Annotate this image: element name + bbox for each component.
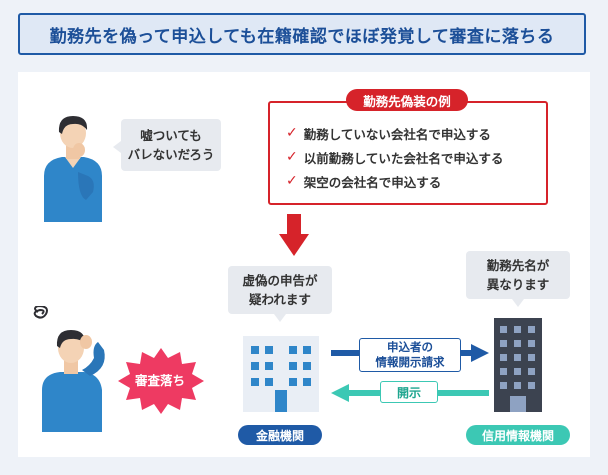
- example-text: 勤務していない会社名で申込する: [303, 126, 491, 142]
- request-line-1: 申込者の: [387, 340, 433, 354]
- bank-thought-line-2: 疑われます: [249, 292, 311, 307]
- rejected-burst-icon: [118, 348, 204, 414]
- page-title: 勤務先を偽って申込しても在籍確認でほぼ発覚して審査に落ちる: [49, 26, 555, 47]
- request-line-2: 情報開示請求: [375, 355, 445, 369]
- thought-bubble-credit: 勤務先名が 異なります: [466, 251, 570, 307]
- rejected-label: 審査落ち: [134, 373, 185, 388]
- bank-building-icon: [243, 336, 319, 412]
- examples-box: [268, 101, 548, 205]
- bank-thought-line-1: 虚偽の申告が: [242, 273, 318, 288]
- check-icon: ✓: [286, 149, 298, 165]
- example-item: ✓ 勤務していない会社名で申込する: [286, 123, 491, 143]
- troubled-man-illustration: [33, 306, 105, 432]
- thinking-man-illustration: [44, 116, 102, 222]
- example-item: ✓ 架空の会社名で申込する: [286, 171, 441, 191]
- credit-thought-line-1: 勤務先名が: [486, 258, 550, 273]
- check-icon: ✓: [286, 125, 298, 141]
- check-icon: ✓: [286, 173, 298, 189]
- credit-agency-label: 信用情報機関: [466, 425, 570, 445]
- credit-agency-building-icon: [494, 318, 542, 412]
- example-text: 以前勤務していた会社名で申込する: [303, 150, 504, 166]
- title-banner: 勤務先を偽って申込しても在籍確認でほぼ発覚して審査に落ちる: [18, 13, 586, 55]
- thought-bubble-liar: 嘘ついても バレないだろう: [113, 119, 221, 171]
- example-item: ✓ 以前勤務していた会社名で申込する: [286, 147, 503, 167]
- thought-line-1: 嘘ついても: [140, 128, 202, 143]
- thought-line-2: バレないだろう: [127, 147, 215, 162]
- examples-title: 勤務先偽装の例: [346, 89, 468, 111]
- thought-bubble-bank: 虚偽の申告が 疑われます: [228, 266, 332, 322]
- disclosure-label: 開示: [380, 381, 438, 403]
- credit-thought-line-2: 異なります: [486, 277, 550, 292]
- bank-label: 金融機関: [238, 425, 322, 445]
- disclosure-request-label: 申込者の 情報開示請求: [359, 338, 461, 372]
- example-text: 架空の会社名で申込する: [303, 174, 442, 190]
- down-arrow-icon: [279, 214, 309, 256]
